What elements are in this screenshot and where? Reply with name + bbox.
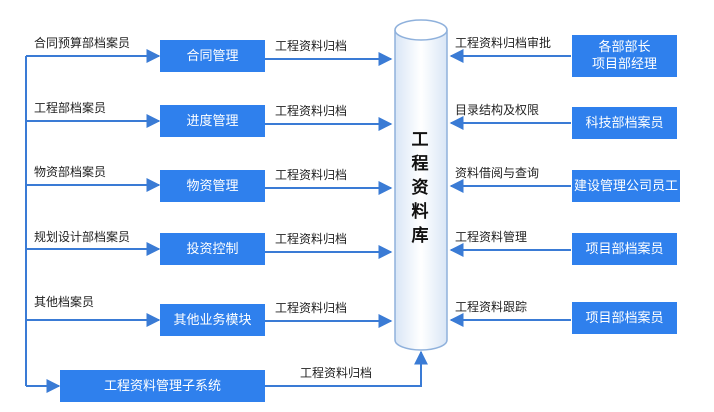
other-business-module-box[interactable]: 其他业务模块 [160, 304, 265, 336]
contract-management-box[interactable]: 合同管理 [160, 40, 265, 72]
database-cylinder [394, 19, 448, 351]
construction-company-staff-box[interactable]: 建设管理公司员工 [572, 170, 680, 202]
flow-label-progress: 工程资料归档 [275, 104, 348, 118]
project-archivist-box-1[interactable]: 项目部档案员 [572, 233, 677, 265]
source-label-materials: 物资部档案员 [34, 165, 107, 179]
flow-label-borrow-query: 资料借阅与查询 [455, 166, 540, 180]
progress-management-box[interactable]: 进度管理 [160, 105, 265, 137]
flow-label-investment: 工程资料归档 [275, 232, 348, 246]
flow-label-subsystem: 工程资料归档 [300, 366, 373, 380]
source-label-other: 其他档案员 [34, 295, 95, 309]
project-archivist-box-2[interactable]: 项目部档案员 [572, 302, 677, 334]
subsystem-box[interactable]: 工程资料管理子系统 [60, 370, 265, 402]
flow-label-approval: 工程资料归档审批 [455, 36, 552, 50]
investment-control-box[interactable]: 投资控制 [160, 233, 265, 265]
tech-dept-archivist-box[interactable]: 科技部档案员 [572, 107, 677, 139]
material-management-box[interactable]: 物资管理 [160, 170, 265, 202]
flow-label-material: 工程资料归档 [275, 168, 348, 182]
database-label: 工程资料库 [411, 130, 429, 246]
dept-heads-pm-box[interactable]: 各部部长 项目部经理 [572, 35, 677, 77]
source-label-engineering: 工程部档案员 [34, 101, 107, 115]
flow-subsystem-to-db [265, 350, 428, 387]
source-label-planning-design: 规划设计部档案员 [34, 230, 131, 244]
flow-label-directory-permissions: 目录结构及权限 [455, 103, 540, 117]
flow-label-doc-tracking: 工程资料跟踪 [455, 300, 528, 314]
flow-label-doc-management: 工程资料管理 [455, 230, 528, 244]
flow-label-other: 工程资料归档 [275, 301, 348, 315]
source-label-contract-budget: 合同预算部档案员 [34, 36, 131, 50]
flow-label-contract: 工程资料归档 [275, 39, 348, 53]
